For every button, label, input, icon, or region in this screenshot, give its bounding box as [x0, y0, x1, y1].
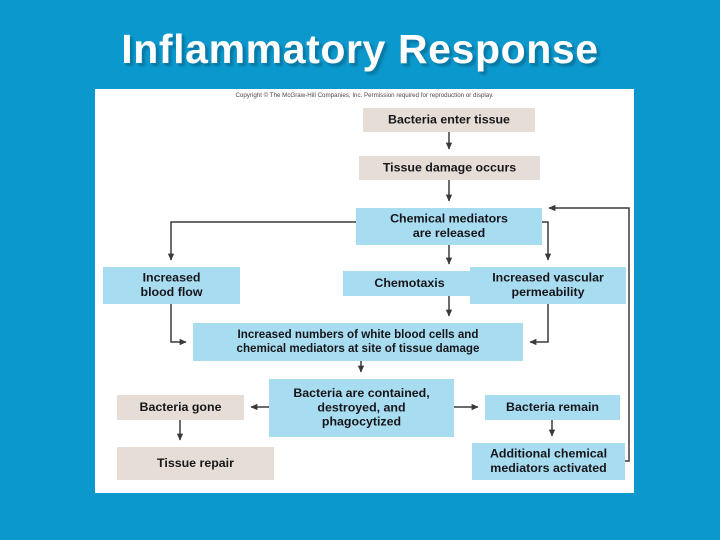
flow-node-label: Tissue repair: [157, 456, 234, 470]
flow-node-label: Increased numbers of white blood cells a…: [238, 328, 479, 341]
flow-node-bacteria-contained: Bacteria are contained,destroyed, andpha…: [269, 379, 454, 437]
flow-node-tissue-repair: Tissue repair: [117, 447, 274, 480]
flow-node-label: Bacteria gone: [140, 400, 222, 414]
flow-node-box: [117, 395, 244, 420]
flow-node-label: Chemotaxis: [374, 276, 444, 290]
edge-permeability-to-wbc: [529, 304, 549, 346]
flow-edges: [167, 132, 630, 462]
edge-mediators-to-permeability: [542, 221, 552, 261]
flow-node-label: destroyed, and: [317, 400, 405, 414]
flow-node-box: [363, 108, 535, 132]
edge-feedback-to-mediators: [548, 204, 630, 462]
flow-node-box: [193, 323, 523, 361]
flow-node-label: Additional chemical: [490, 447, 607, 461]
flow-node-box: [472, 443, 625, 480]
flow-node-label: permeability: [512, 285, 585, 299]
flow-node-box: [117, 447, 274, 480]
flow-node-box: [343, 271, 476, 296]
flow-node-box: [269, 379, 454, 437]
flow-node-label: Bacteria enter tissue: [388, 112, 510, 126]
flow-node-box: [359, 156, 540, 180]
copyright-notice: Copyright © The McGraw-Hill Companies, I…: [235, 92, 494, 99]
flow-node-label: Increased: [143, 271, 201, 285]
flow-node-label: phagocytized: [322, 414, 401, 428]
flow-node-box: [485, 395, 620, 420]
flow-node-label: blood flow: [141, 285, 203, 299]
flow-node-label: Bacteria are contained,: [293, 386, 429, 400]
figure-panel: Copyright © The McGraw-Hill Companies, I…: [95, 89, 634, 493]
flow-node-chemotaxis: Chemotaxis: [343, 271, 476, 296]
flow-node-label: mediators activated: [490, 461, 606, 475]
flow-node-bacteria-remain: Bacteria remain: [485, 395, 620, 420]
edge-bloodflow-to-wbc: [170, 304, 187, 346]
flow-node-label: chemical mediators at site of tissue dam…: [237, 342, 480, 355]
flow-node-box: [103, 267, 240, 304]
flow-node-box: [470, 267, 626, 304]
flow-node-bacteria-enter-tissue: Bacteria enter tissue: [363, 108, 535, 132]
flow-node-label: Increased vascular: [492, 271, 604, 285]
flow-node-label: Bacteria remain: [506, 400, 599, 414]
edge-mediators-to-bloodflow: [167, 221, 356, 261]
flow-node-box: [356, 208, 542, 245]
page-title: Inflammatory Response: [121, 26, 599, 72]
flow-node-label: are released: [413, 226, 485, 240]
flow-node-label: Tissue damage occurs: [383, 160, 516, 174]
flow-node-label: Chemical mediators: [390, 212, 508, 226]
flow-node-increased-wbc-mediators: Increased numbers of white blood cells a…: [193, 323, 523, 361]
flow-node-tissue-damage-occurs: Tissue damage occurs: [359, 156, 540, 180]
flow-node-bacteria-gone: Bacteria gone: [117, 395, 244, 420]
